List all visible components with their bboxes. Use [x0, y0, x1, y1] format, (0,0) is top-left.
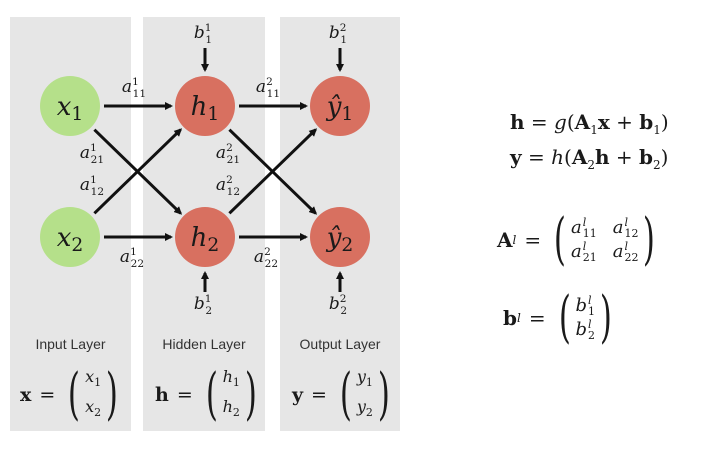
equals-sign: = — [311, 384, 327, 406]
left-paren: ( — [339, 362, 352, 427]
vector-entries: y1 y2 — [357, 365, 373, 425]
vector-entry: x1 — [85, 366, 102, 389]
vector-entries: x1 x2 — [85, 365, 101, 425]
vector-entry: y2 — [356, 397, 373, 420]
edge-h2-y1 — [228, 128, 318, 215]
vector-entry: y1 — [356, 366, 373, 389]
input-node-x2 — [40, 207, 100, 267]
hidden-layer-label: Hidden Layer — [162, 336, 246, 352]
input-node-x1-label: x1 — [57, 92, 84, 125]
right-paren: ) — [377, 362, 390, 427]
vector-entries: h1 h2 — [223, 365, 240, 425]
vector-entry: h2 — [222, 397, 240, 420]
output-equation: y = h(A2h + b2) — [510, 145, 669, 172]
hidden-node-h1-label: h1 — [191, 92, 220, 125]
output-layer-label: Output Layer — [299, 336, 381, 352]
equals-sign: = — [39, 384, 56, 406]
left-paren: ( — [205, 362, 218, 427]
input-node-x2-label: x2 — [57, 223, 84, 256]
edge-x2-h1 — [93, 128, 183, 215]
vector-entry: x2 — [85, 397, 102, 420]
right-paren: ) — [106, 362, 119, 427]
input-node-x1 — [40, 76, 100, 136]
hidden-node-h2 — [175, 207, 235, 267]
output-vector-definition: y = ( y1 y2 ) — [292, 366, 395, 424]
output-node-y1-label: ŷ1 — [326, 92, 354, 125]
left-paren: ( — [68, 362, 81, 427]
vector-lhs: h — [155, 384, 169, 406]
hidden-node-h2-label: h2 — [191, 223, 220, 256]
right-paren: ) — [244, 362, 257, 427]
input-layer-label: Input Layer — [35, 336, 106, 352]
vector-lhs: y — [292, 384, 304, 406]
output-node-y2 — [310, 207, 370, 267]
equals-sign: = — [176, 384, 193, 406]
vector-lhs: x — [20, 384, 32, 406]
hidden-vector-definition: h = ( h1 h2 ) — [155, 366, 262, 424]
vector-entry: h1 — [222, 366, 240, 389]
output-node-y2-label: ŷ2 — [326, 223, 354, 256]
hidden-node-h1 — [175, 76, 235, 136]
hidden-equation: h = g(A1x + b1) — [510, 110, 669, 137]
input-vector-definition: x = ( x1 x2 ) — [20, 366, 123, 424]
output-node-y1 — [310, 76, 370, 136]
